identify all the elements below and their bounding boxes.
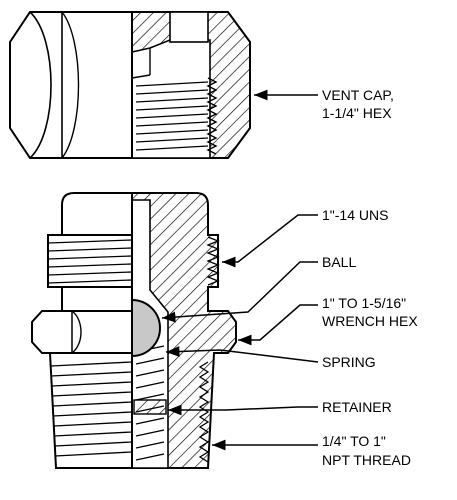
leader-ball (161, 261, 318, 323)
label-wrench-hex-line2: WRENCH HEX (322, 313, 418, 329)
label-wrench-hex-line1: 1" TO 1-5/16" (322, 295, 406, 311)
leader-uns (222, 214, 318, 268)
label-ball: BALL (322, 254, 356, 270)
retainer (133, 399, 167, 415)
label-uns-thread: 1"-14 UNS (322, 207, 388, 223)
callout-leaders (161, 89, 319, 451)
uns-thread-lines (47, 236, 220, 286)
npt-thread-exterior (48, 352, 133, 469)
label-npt-line2: NPT THREAD (322, 452, 411, 468)
leader-spring (165, 346, 319, 363)
vent-cap (9, 11, 251, 159)
label-vent-cap-line2: 1-1/4" HEX (322, 105, 392, 121)
vent-cap-hex-exterior (9, 11, 133, 159)
callout-labels: VENT CAP, 1-1/4" HEX 1"-14 UNS BALL 1" T… (322, 87, 418, 468)
body-top-stem (61, 192, 133, 236)
label-npt-line1: 1/4" TO 1" (322, 433, 386, 449)
label-retainer: RETAINER (322, 399, 392, 415)
label-spring: SPRING (322, 354, 376, 370)
leader-wrench-hex (238, 304, 318, 346)
ball (131, 298, 161, 358)
label-vent-cap-line1: VENT CAP, (322, 87, 394, 103)
leader-retainer (168, 404, 318, 416)
vent-cap-internal-thread (135, 77, 218, 155)
wrench-hex-exterior (31, 310, 133, 354)
npt-thread-lines (50, 361, 210, 463)
